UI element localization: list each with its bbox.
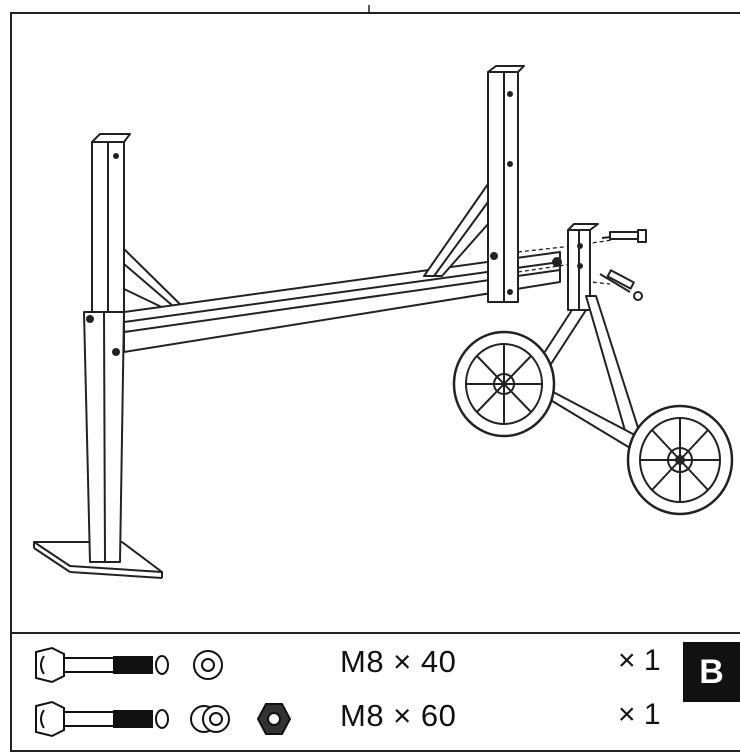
wheel-bracket xyxy=(523,223,653,455)
right-brace xyxy=(423,183,489,277)
assembly-frame-icon xyxy=(33,65,734,579)
hardware-row-2: M8 × 60 × 1 xyxy=(12,694,740,744)
step-badge: B xyxy=(683,642,740,702)
hardware-spec-1: M8 × 40 xyxy=(340,644,457,679)
insertion-guide xyxy=(517,239,613,285)
top-tick-mark xyxy=(364,0,374,13)
bolt-icon xyxy=(599,229,647,301)
front-wheel xyxy=(626,404,734,516)
hardware-row-1: M8 × 40 × 1 xyxy=(12,640,740,690)
wheel-icon xyxy=(452,330,556,438)
left-leg xyxy=(83,133,131,563)
instruction-sheet: M8 × 40 × 1 xyxy=(10,12,740,752)
assembly-diagram xyxy=(12,14,740,634)
hardware-spec-2: M8 × 60 xyxy=(340,698,457,733)
bolt-60-icon xyxy=(35,700,169,738)
nut-icon xyxy=(256,703,292,735)
spring-washer-icon xyxy=(190,705,230,733)
hardware-qty-1: × 1 xyxy=(618,644,661,677)
hardware-list: M8 × 40 × 1 xyxy=(12,632,740,752)
hardware-qty-2: × 1 xyxy=(618,698,661,731)
hole-marker xyxy=(552,257,562,267)
right-upright xyxy=(487,65,525,303)
washer-icon xyxy=(193,650,223,680)
left-brace xyxy=(123,248,189,313)
bolt-40-icon xyxy=(35,646,169,684)
